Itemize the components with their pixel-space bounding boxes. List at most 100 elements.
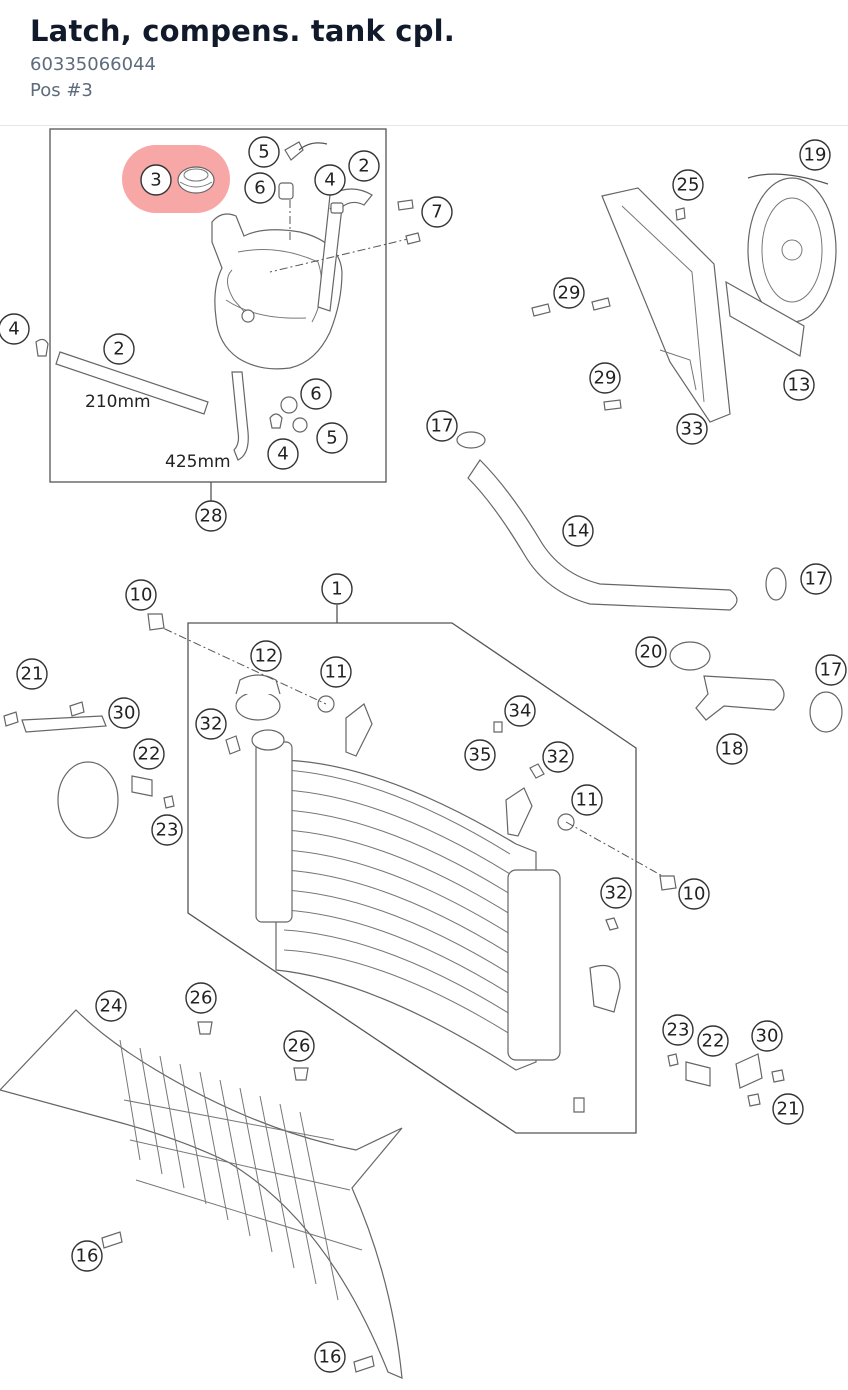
svg-text:14: 14 xyxy=(567,521,590,542)
radiator-cap[interactable] xyxy=(235,674,281,721)
callout-34[interactable]: 34 xyxy=(504,695,536,727)
callout-25[interactable]: 25 xyxy=(672,169,704,201)
callout-17[interactable]: 17 xyxy=(815,654,847,686)
callout-32[interactable]: 32 xyxy=(600,877,632,909)
callout-19[interactable]: 19 xyxy=(799,139,831,171)
fan-shroud[interactable] xyxy=(601,187,731,423)
callout-17[interactable]: 17 xyxy=(800,563,832,595)
callout-29[interactable]: 29 xyxy=(589,362,621,394)
svg-text:34: 34 xyxy=(509,701,532,722)
svg-text:7: 7 xyxy=(431,202,442,223)
hose-425mm[interactable] xyxy=(231,371,249,461)
callout-6[interactable]: 6 xyxy=(244,172,276,204)
dimension-210mm: 210mm xyxy=(85,392,151,412)
hose-210mm[interactable] xyxy=(55,351,209,415)
callout-35[interactable]: 35 xyxy=(464,739,496,771)
callout-16[interactable]: 16 xyxy=(71,1240,103,1272)
callout-24[interactable]: 24 xyxy=(95,990,127,1022)
svg-text:12: 12 xyxy=(255,646,278,667)
svg-text:4: 4 xyxy=(8,319,19,340)
selected-part-highlight[interactable] xyxy=(122,145,230,213)
svg-text:23: 23 xyxy=(156,820,179,841)
callout-23[interactable]: 23 xyxy=(151,814,183,846)
dimension-425mm: 425mm xyxy=(165,452,231,472)
callout-29[interactable]: 29 xyxy=(553,277,585,309)
callout-20[interactable]: 20 xyxy=(635,636,667,668)
callout-5[interactable]: 5 xyxy=(248,136,280,168)
callout-21[interactable]: 21 xyxy=(16,658,48,690)
callout-10[interactable]: 10 xyxy=(125,579,157,611)
callout-22[interactable]: 22 xyxy=(133,738,165,770)
horn[interactable] xyxy=(21,715,153,839)
callout-4[interactable]: 4 xyxy=(314,164,346,196)
callout-14[interactable]: 14 xyxy=(562,515,594,547)
svg-text:21: 21 xyxy=(21,664,44,685)
part-header: Latch, compens. tank cpl. 60335066044 Po… xyxy=(0,0,848,126)
callout-32[interactable]: 32 xyxy=(195,708,227,740)
cap-part[interactable] xyxy=(177,166,215,194)
callout-17[interactable]: 17 xyxy=(426,410,458,442)
callout-21[interactable]: 21 xyxy=(772,1093,804,1125)
svg-text:32: 32 xyxy=(200,714,223,735)
callout-11[interactable]: 11 xyxy=(320,656,352,688)
callout-10[interactable]: 10 xyxy=(678,878,710,910)
callout-4[interactable]: 4 xyxy=(267,438,299,470)
callout-23[interactable]: 23 xyxy=(662,1014,694,1046)
callout-26[interactable]: 26 xyxy=(185,982,217,1014)
callout-2[interactable]: 2 xyxy=(103,333,135,365)
radiator-guard[interactable] xyxy=(0,1009,403,1379)
callout-18[interactable]: 18 xyxy=(716,733,748,765)
callout-33[interactable]: 33 xyxy=(676,413,708,445)
svg-text:6: 6 xyxy=(254,178,265,199)
callout-26[interactable]: 26 xyxy=(283,1030,315,1062)
fitting xyxy=(284,141,304,161)
svg-text:1: 1 xyxy=(331,579,342,600)
callout-32[interactable]: 32 xyxy=(542,741,574,773)
svg-text:11: 11 xyxy=(325,662,348,683)
svg-text:35: 35 xyxy=(469,745,492,766)
svg-text:5: 5 xyxy=(258,142,269,163)
svg-text:2: 2 xyxy=(358,156,369,177)
callout-11[interactable]: 11 xyxy=(571,784,603,816)
callout-1[interactable]: 1 xyxy=(321,573,353,605)
inset-box xyxy=(49,128,387,483)
callout-6[interactable]: 6 xyxy=(300,378,332,410)
callout-4[interactable]: 4 xyxy=(0,313,30,345)
svg-text:2: 2 xyxy=(113,339,124,360)
radiator-hose-lower[interactable] xyxy=(695,675,785,721)
callout-7[interactable]: 7 xyxy=(421,196,453,228)
callout-12[interactable]: 12 xyxy=(250,640,282,672)
svg-text:22: 22 xyxy=(138,744,161,765)
svg-text:3: 3 xyxy=(150,170,161,191)
svg-text:6: 6 xyxy=(310,384,321,405)
callout-30[interactable]: 30 xyxy=(108,697,140,729)
callout-16[interactable]: 16 xyxy=(314,1341,346,1373)
radiator-fan[interactable] xyxy=(747,173,837,323)
callout-30[interactable]: 30 xyxy=(751,1020,783,1052)
part-title: Latch, compens. tank cpl. xyxy=(30,14,456,48)
callout-28[interactable]: 28 xyxy=(195,500,227,532)
svg-text:32: 32 xyxy=(547,747,570,768)
svg-text:17: 17 xyxy=(805,569,828,590)
svg-text:26: 26 xyxy=(288,1036,311,1057)
svg-text:21: 21 xyxy=(777,1099,800,1120)
compensation-tank[interactable] xyxy=(211,213,343,370)
svg-text:17: 17 xyxy=(431,416,454,437)
callout-22[interactable]: 22 xyxy=(697,1025,729,1057)
hose-clamp xyxy=(765,567,787,601)
radiator[interactable] xyxy=(251,703,621,1071)
callout-5[interactable]: 5 xyxy=(316,422,348,454)
svg-text:13: 13 xyxy=(788,375,811,396)
svg-text:26: 26 xyxy=(190,988,213,1009)
callout-3[interactable]: 3 xyxy=(140,164,172,196)
svg-text:10: 10 xyxy=(130,585,153,606)
svg-text:23: 23 xyxy=(667,1020,690,1041)
callout-13[interactable]: 13 xyxy=(783,369,815,401)
callout-2[interactable]: 2 xyxy=(348,150,380,182)
radiator-frame xyxy=(187,622,637,1134)
svg-text:4: 4 xyxy=(324,170,335,191)
svg-text:16: 16 xyxy=(319,1347,342,1368)
svg-text:5: 5 xyxy=(326,428,337,449)
radiator-hose-upper[interactable] xyxy=(467,459,738,611)
